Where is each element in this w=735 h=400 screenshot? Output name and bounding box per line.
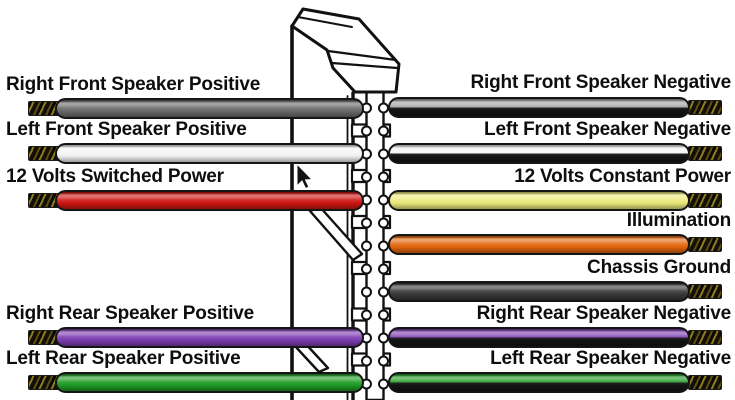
wire-12v-switched-power: [55, 190, 364, 211]
label-right-rear-speaker-positive: Right Rear Speaker Positive: [6, 303, 255, 324]
wire-illumination: [388, 234, 690, 255]
cursor-arrow-icon: [296, 162, 314, 190]
label-right-front-speaker-positive: Right Front Speaker Positive: [6, 74, 261, 95]
label-left-front-speaker-negative: Left Front Speaker Negative: [484, 119, 731, 140]
label-left-rear-speaker-negative: Left Rear Speaker Negative: [490, 348, 731, 369]
label-right-front-speaker-negative: Right Front Speaker Negative: [470, 72, 732, 93]
wire-right-front-speaker-negative: [388, 97, 690, 118]
connector-top-housing-face: [297, 16, 353, 28]
wire-end-terminal: [688, 100, 722, 115]
wire-12v-constant-power: [388, 190, 690, 211]
label-left-rear-speaker-positive: Left Rear Speaker Positive: [6, 348, 241, 369]
wire-right-rear-speaker-negative: [388, 327, 690, 348]
connector-top-housing-step1: [326, 49, 398, 62]
wire-right-rear-speaker-positive: [55, 327, 364, 348]
wire-end-terminal: [688, 375, 722, 390]
label-12v-constant-power: 12 Volts Constant Power: [514, 166, 731, 187]
label-left-front-speaker-positive: Left Front Speaker Positive: [6, 119, 247, 140]
label-right-rear-speaker-negative: Right Rear Speaker Negative: [476, 303, 732, 324]
wire-end-terminal: [688, 330, 722, 345]
wire-left-front-speaker-positive: [55, 143, 364, 164]
connector-pin-bumps: [361, 102, 389, 390]
label-illumination: Illumination: [626, 210, 731, 231]
wire-end-terminal: [688, 284, 722, 299]
wire-end-terminal: [688, 237, 722, 252]
connector-top-housing: [290, 7, 401, 94]
connector-top-housing-step2: [330, 61, 399, 70]
wire-end-terminal: [688, 146, 722, 161]
label-chassis-ground: Chassis Ground: [587, 257, 731, 278]
label-12v-switched-power: 12 Volts Switched Power: [6, 166, 224, 187]
wire-left-rear-speaker-negative: [388, 372, 690, 393]
wire-chassis-ground: [388, 281, 690, 302]
wire-left-front-speaker-negative: [388, 143, 690, 164]
wire-end-terminal: [688, 193, 722, 208]
wire-left-rear-speaker-positive: [55, 372, 364, 393]
wire-right-front-speaker-positive: [55, 98, 364, 119]
